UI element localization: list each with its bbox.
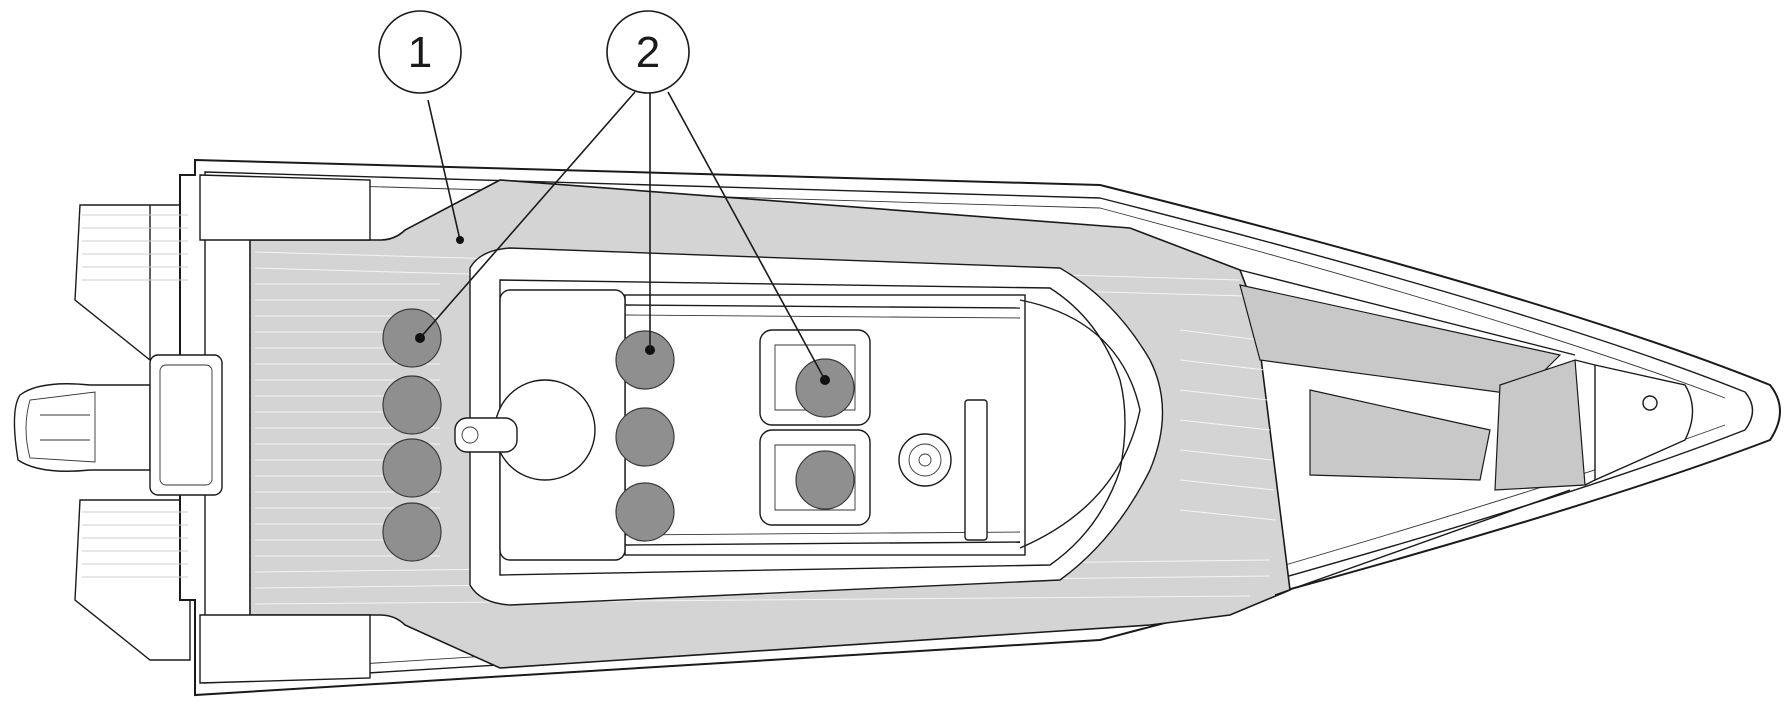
callout-1: 1	[378, 10, 462, 94]
passenger-positions	[382, 308, 855, 562]
bow-locker	[1309, 389, 1491, 481]
position-marker-5	[615, 330, 675, 390]
console-area	[454, 247, 1164, 606]
dashboard	[964, 399, 988, 541]
outboard-engine	[13, 354, 223, 496]
position-marker-7	[615, 482, 675, 542]
position-marker-3	[382, 438, 442, 498]
callout-2-circle	[606, 10, 690, 94]
callout-2-label: 2	[636, 28, 660, 77]
swim-platform-planks	[82, 214, 188, 578]
leader-2-to-right	[667, 91, 826, 381]
console-inner	[499, 279, 1126, 576]
position-marker-1	[382, 308, 442, 368]
leader-2-to-left	[419, 91, 636, 339]
position-marker-2	[382, 375, 442, 435]
position-marker-9	[795, 450, 855, 510]
windscreen	[1019, 299, 1141, 549]
aft-lockers	[199, 174, 371, 684]
callout-1-circle	[378, 10, 462, 94]
bow-area	[1239, 269, 1694, 596]
leader-1-to-deck	[427, 99, 461, 241]
table-hinge	[454, 417, 518, 453]
swim-platform-upper	[74, 204, 190, 362]
steering-wheel	[898, 433, 952, 487]
bow-anchor-locker	[1594, 364, 1694, 482]
position-marker-8	[795, 358, 855, 418]
position-marker-6	[615, 407, 675, 467]
callout-1-label: 1	[408, 28, 432, 77]
position-marker-4	[382, 502, 442, 562]
swim-platform-lower	[74, 499, 191, 661]
bow-cleat	[1642, 395, 1658, 411]
hull-inner-outline	[204, 171, 1754, 684]
callout-leaders	[419, 91, 826, 381]
callout-2: 2	[606, 10, 690, 94]
